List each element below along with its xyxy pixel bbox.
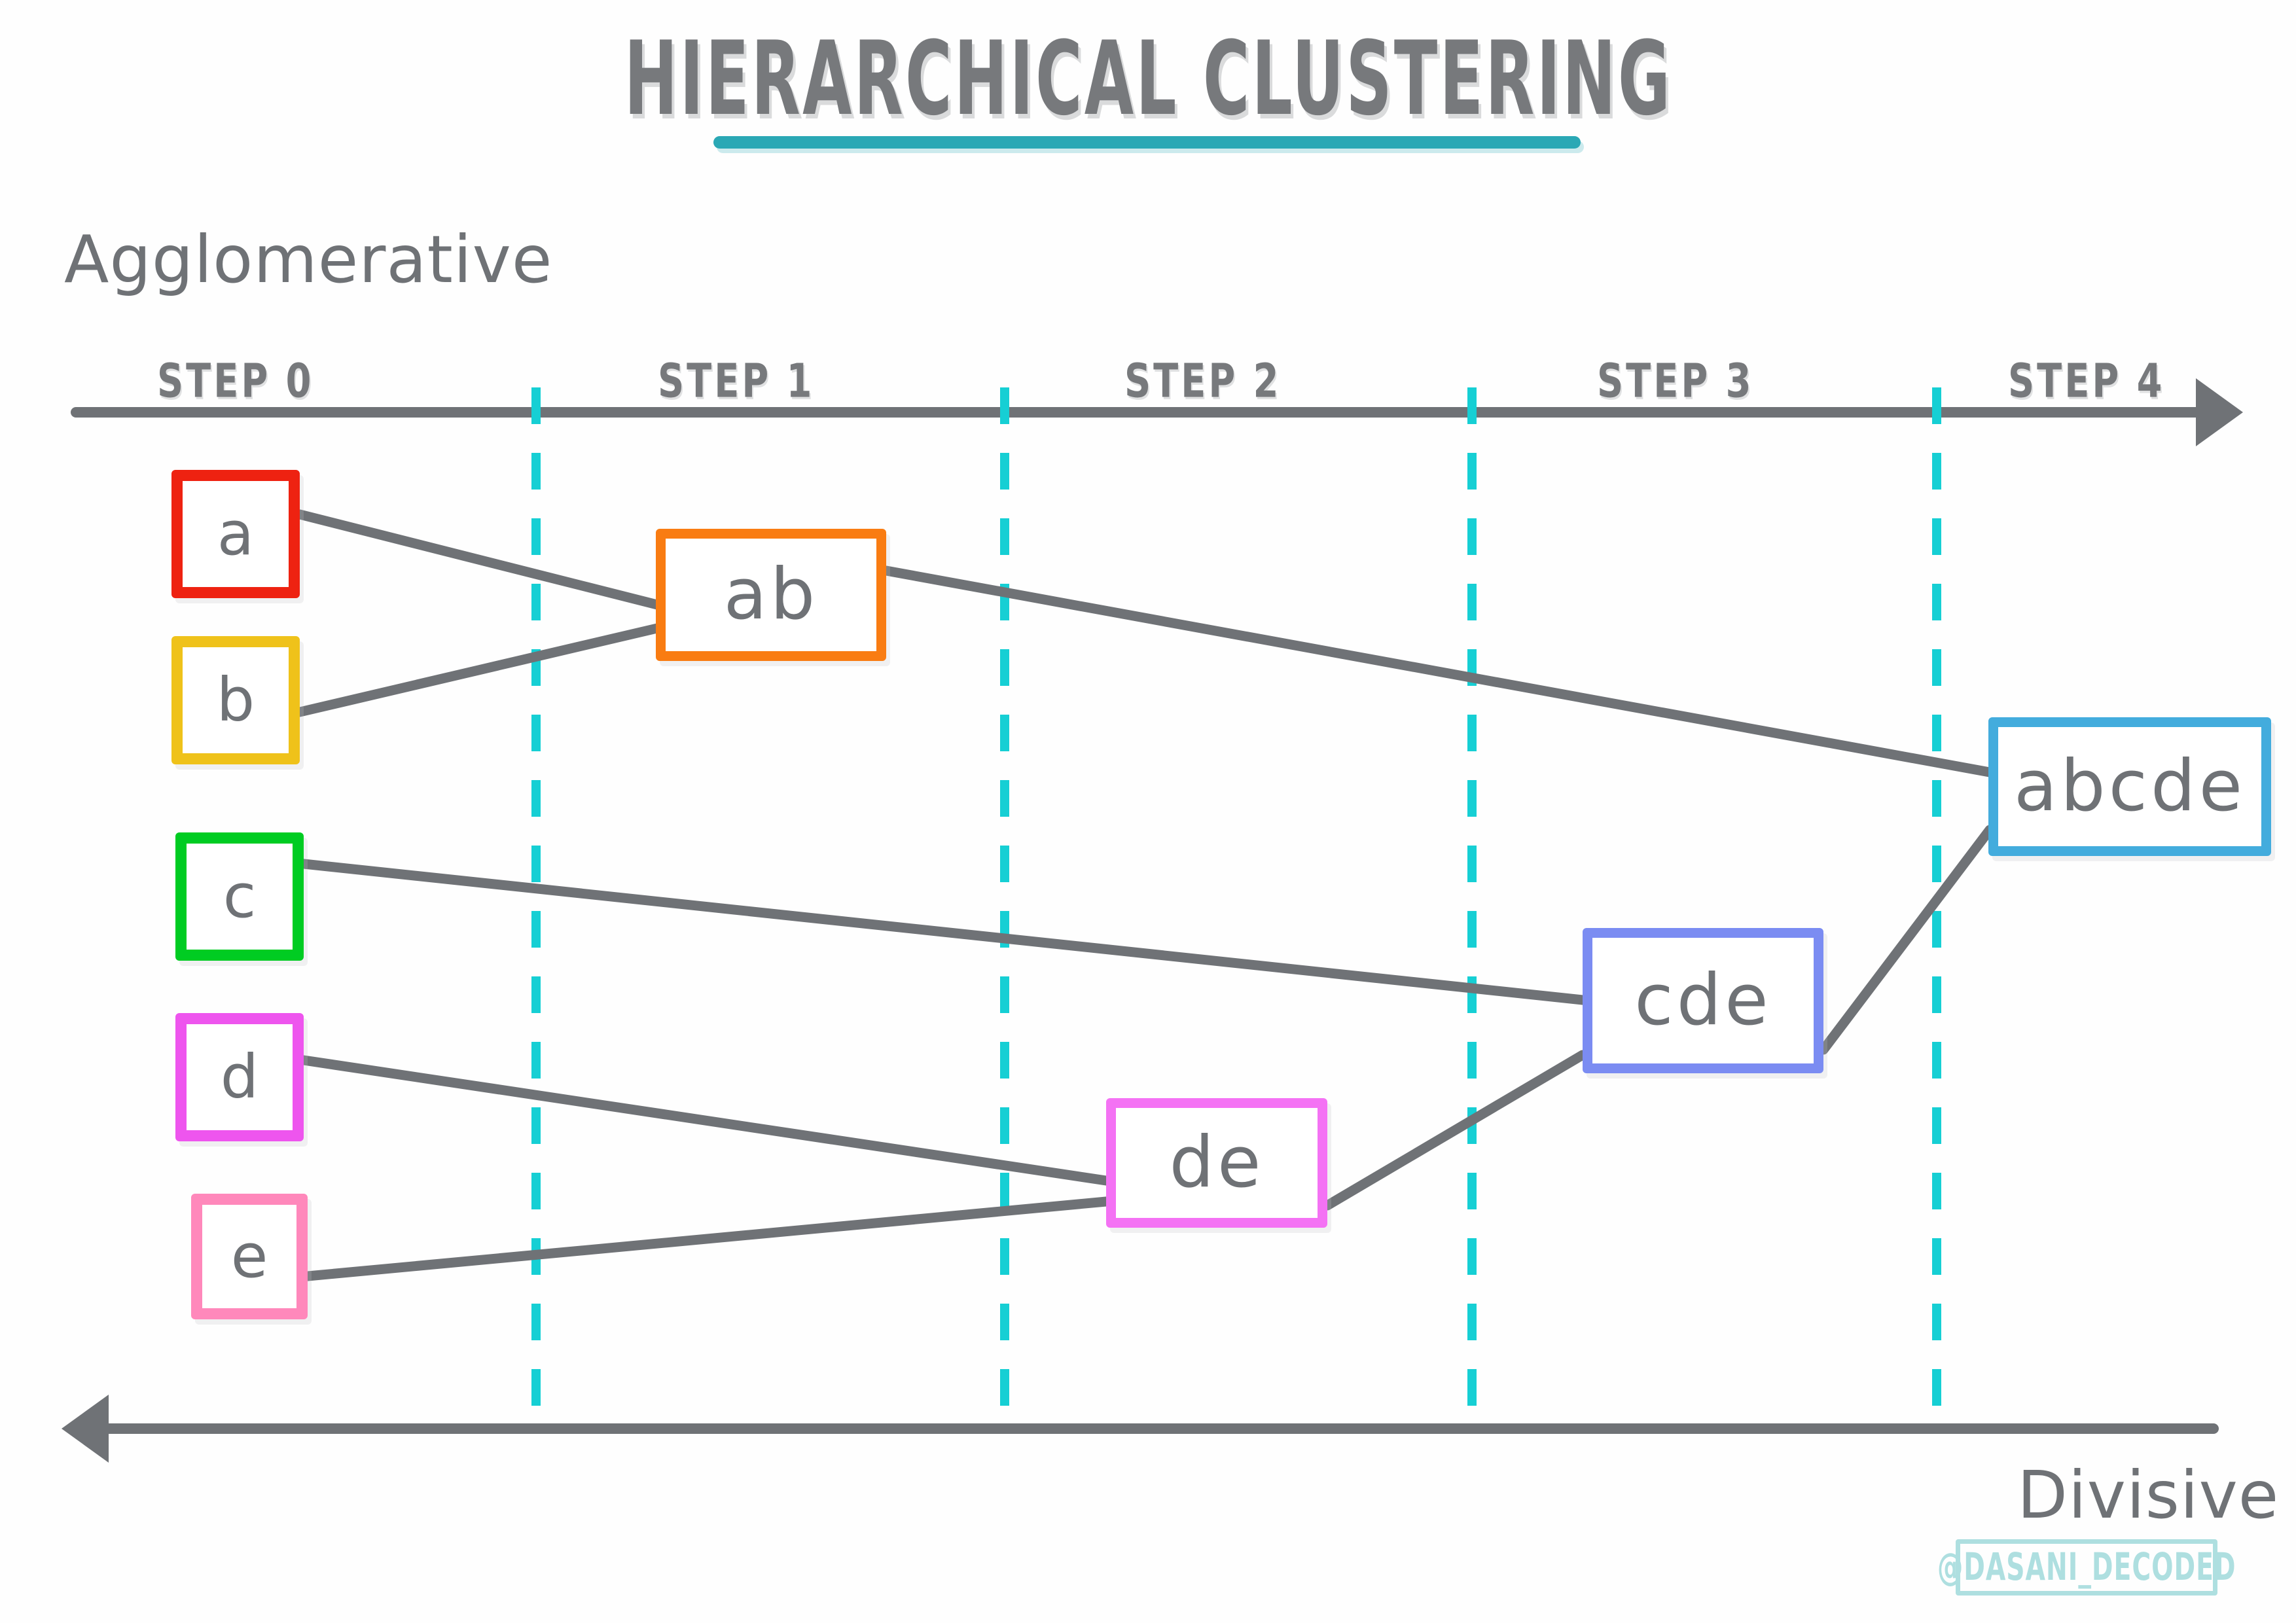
step-divider-1 (531, 387, 541, 1415)
connector-c-to-cde (298, 859, 1588, 1005)
cluster-box-e[interactable]: e (191, 1194, 308, 1319)
title-underline (713, 136, 1581, 149)
arrow-right-icon (2196, 378, 2243, 446)
cluster-label-c: c (223, 861, 257, 931)
cluster-box-abcde[interactable]: abcde (1988, 717, 2271, 856)
cluster-label-abcde: abcde (2013, 745, 2246, 827)
cluster-label-d: d (220, 1042, 259, 1112)
cluster-label-ab: ab (723, 554, 819, 635)
cluster-box-d[interactable]: d (175, 1013, 304, 1141)
connector-a-to-ab (295, 509, 662, 610)
title-block: HIERARCHICAL CLUSTERING (0, 20, 2296, 139)
cluster-box-cde[interactable]: cde (1583, 928, 1823, 1073)
connector-de-to-cde (1322, 1050, 1588, 1211)
step-divider-4 (1932, 387, 1941, 1415)
arrow-left-icon (62, 1395, 109, 1463)
step-label-2: STEP 2 (1124, 353, 1282, 408)
page-title: HIERARCHICAL CLUSTERING (624, 20, 1672, 139)
step-label-3: STEP 3 (1597, 353, 1754, 408)
cluster-box-b[interactable]: b (171, 636, 300, 764)
cluster-label-e: e (230, 1221, 268, 1291)
agglomerative-label: Agglomerative (64, 221, 553, 298)
connector-d-to-de (298, 1055, 1111, 1186)
watermark-badge: @DASANI_DECODED (1937, 1539, 2235, 1596)
connector-ab-to-abcde (881, 565, 1995, 777)
cluster-label-a: a (217, 499, 255, 569)
step-label-1: STEP 1 (658, 353, 815, 408)
divisive-label: Divisive (2017, 1457, 2280, 1533)
agglomerative-axis-line (71, 407, 2221, 418)
watermark-text: @DASANI_DECODED (1937, 1544, 2236, 1589)
connector-cde-to-abcde (1818, 825, 1995, 1055)
cluster-label-b: b (216, 665, 255, 735)
connector-e-to-de (302, 1196, 1111, 1281)
cluster-label-cde: cde (1634, 959, 1772, 1041)
step-label-0: STEP 0 (157, 353, 314, 408)
step-divider-2 (1000, 387, 1009, 1415)
step-label-4: STEP 4 (2008, 353, 2165, 408)
step-divider-3 (1467, 387, 1477, 1415)
cluster-label-de: de (1169, 1122, 1265, 1204)
divisive-axis-line (82, 1423, 2219, 1434)
connector-b-to-ab (295, 623, 662, 717)
cluster-box-c[interactable]: c (175, 832, 304, 961)
cluster-box-a[interactable]: a (171, 470, 300, 598)
cluster-box-ab[interactable]: ab (656, 529, 886, 661)
cluster-box-de[interactable]: de (1106, 1098, 1327, 1228)
